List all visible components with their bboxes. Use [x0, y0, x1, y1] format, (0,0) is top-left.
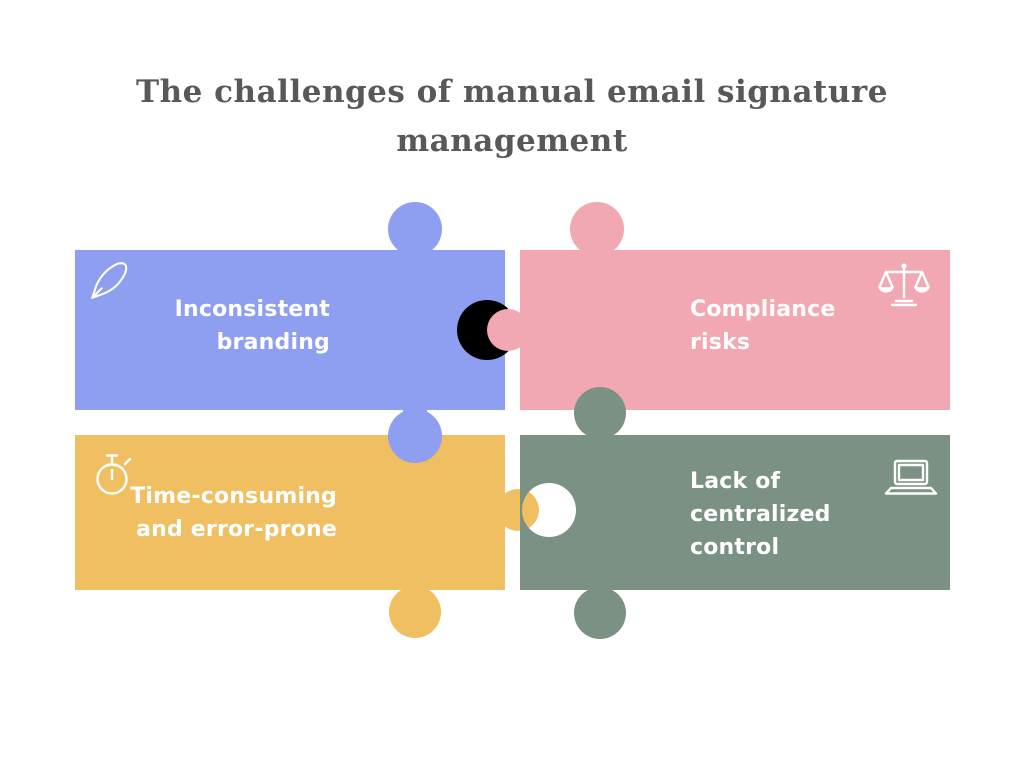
puzzle-piece-lack-of-control [520, 387, 950, 639]
page-title-line: management [396, 123, 628, 159]
piece-label-inconsistent-branding: Inconsistent branding [118, 293, 330, 359]
pen-icon [91, 262, 128, 299]
puzzle-piece-compliance-risks [487, 202, 950, 410]
label-line: Time-consuming [130, 484, 337, 509]
puzzle-piece-time-consuming [75, 435, 539, 638]
label-line: Compliance [690, 297, 836, 322]
label-line: control [690, 535, 780, 560]
label-line: risks [690, 330, 751, 355]
piece-label-compliance-risks: Compliance risks [690, 293, 910, 359]
label-line: and error-prone [136, 517, 337, 542]
puzzle-piece-inconsistent-branding [75, 202, 505, 463]
label-line: branding [216, 330, 330, 355]
page-title: The challenges of manual email signature… [0, 68, 1024, 166]
label-line: centralized [690, 502, 831, 527]
label-line: Inconsistent [174, 297, 330, 322]
page-title-line: The challenges of manual email signature [136, 74, 888, 110]
scales-icon [878, 263, 930, 307]
stopwatch-icon [96, 454, 132, 495]
piece-label-time-consuming: Time-consuming and error-prone [115, 480, 337, 546]
laptop-icon [884, 459, 938, 495]
piece-label-lack-of-control: Lack of centralized control [690, 465, 910, 564]
label-line: Lack of [690, 469, 781, 494]
